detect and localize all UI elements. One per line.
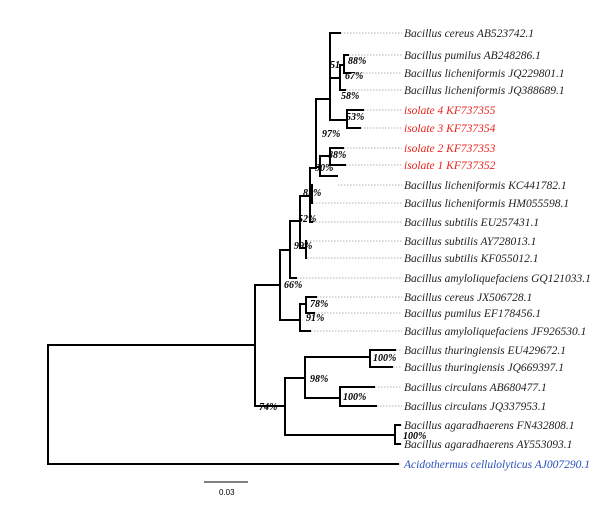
leaf-label: isolate 1 KF737352 <box>404 160 496 172</box>
leaf-label: Bacillus licheniformis JQ229801.1 <box>404 68 565 80</box>
bootstrap-value: 88% <box>328 150 346 161</box>
bootstrap-value: 53% <box>346 112 364 123</box>
leaf-label: Bacillus agaradhaerens FN432808.1 <box>404 420 574 432</box>
leaf-guides <box>297 32 402 465</box>
bootstrap-value: 98% <box>310 374 328 385</box>
bootstrap-value: 97% <box>322 129 340 140</box>
leaf-label: Bacillus circulans JQ337953.1 <box>404 401 546 413</box>
leaf-label: Bacillus pumilus AB248286.1 <box>404 50 541 62</box>
leaf-label: Bacillus subtilis AY728013.1 <box>404 236 536 248</box>
leaf-label: Bacillus amyloliquefaciens GQ121033.1 <box>404 273 591 285</box>
bootstrap-value: 100% <box>403 431 426 442</box>
bootstrap-value: 51 <box>330 60 340 71</box>
bootstrap-value: 100% <box>343 392 366 403</box>
leaf-label: Bacillus thuringiensis EU429672.1 <box>404 345 566 357</box>
bootstrap-value: 91% <box>306 313 324 324</box>
leaf-label: Bacillus amyloliquefaciens JF926530.1 <box>404 326 586 338</box>
bootstrap-value: 100% <box>373 353 396 364</box>
bootstrap-value: 90% <box>315 163 333 174</box>
bootstrap-value: 78% <box>310 299 328 310</box>
scale-bar-label: 0.03 <box>219 488 235 497</box>
leaf-label: Bacillus subtilis KF055012.1 <box>404 253 539 265</box>
leaf-label: Bacillus agaradhaerens AY553093.1 <box>404 439 572 451</box>
leaf-label: Bacillus licheniformis JQ388689.1 <box>404 85 565 97</box>
bootstrap-value: 58% <box>341 91 359 102</box>
leaf-label: Bacillus thuringiensis JQ669397.1 <box>404 362 564 374</box>
leaf-label: Bacillus subtilis EU257431.1 <box>404 217 539 229</box>
leaf-label: Bacillus licheniformis KC441782.1 <box>404 180 567 192</box>
bootstrap-value: 99% <box>294 241 312 252</box>
leaf-label: Acidothermus cellulolyticus AJ007290.1 <box>403 459 590 471</box>
leaf-label: Bacillus cereus AB523742.1 <box>404 28 534 40</box>
leaf-label: Bacillus circulans AB680477.1 <box>404 382 547 394</box>
scale-bar: 0.03 <box>204 481 248 497</box>
leaf-label: Bacillus cereus JX506728.1 <box>404 292 532 304</box>
bootstrap-values: 88% 51 67% 58% 53% 97% 88% 90% 82% 52% 99% 66% 78% 91… <box>259 56 426 442</box>
leaf-label: isolate 2 KF737353 <box>404 143 496 155</box>
leaf-label: Bacillus pumilus EF178456.1 <box>404 308 541 320</box>
bootstrap-value: 52% <box>298 214 316 225</box>
bootstrap-value: 74% <box>259 402 277 413</box>
bootstrap-value: 82% <box>303 188 321 199</box>
leaf-label: isolate 3 KF737354 <box>404 123 496 135</box>
tree-branches <box>47 32 401 465</box>
leaf-label: isolate 4 KF737355 <box>404 105 496 117</box>
bootstrap-value: 66% <box>284 280 302 291</box>
bootstrap-value: 88% <box>348 56 366 67</box>
bootstrap-value: 67% <box>345 71 363 82</box>
leaf-label: Bacillus licheniformis HM055598.1 <box>404 198 569 210</box>
